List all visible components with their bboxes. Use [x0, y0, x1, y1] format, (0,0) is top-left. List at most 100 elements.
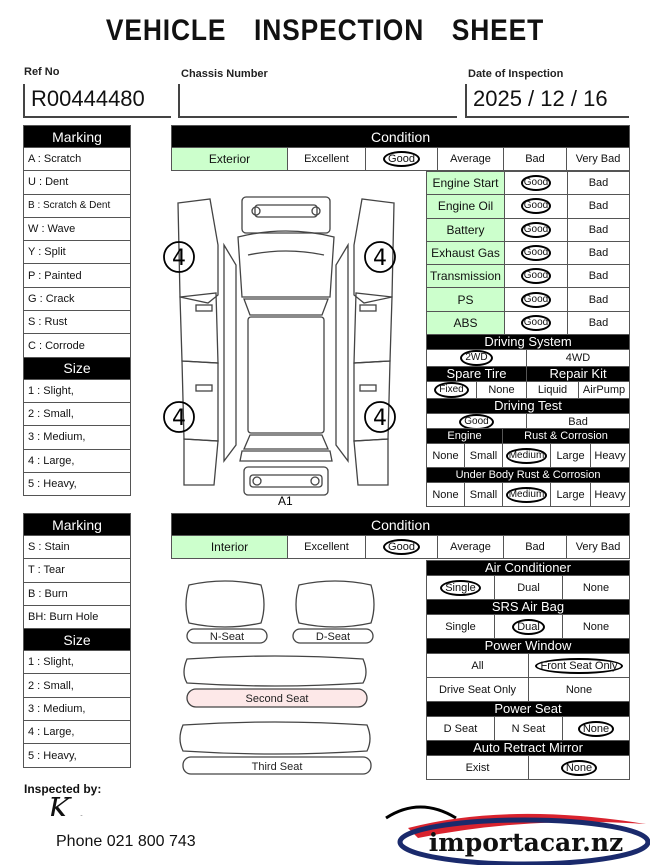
srs-airbag-header: SRS Air Bag: [426, 599, 630, 615]
auto-mirror-header: Auto Retract Mirror: [426, 740, 630, 756]
srs-none: None: [562, 614, 630, 639]
mechanical-label: ABS: [426, 310, 505, 336]
engine-rust-table: Engine Rust & Corrosion None Small Mediu…: [425, 428, 631, 507]
mechanical-label: Exhaust Gas: [426, 240, 505, 266]
interior-very-bad: Very Bad: [565, 535, 631, 559]
size-item: 1 : Slight,: [23, 650, 131, 675]
exterior-marking-table: Marking A : Scratch U : Dent B : Scratch…: [23, 125, 131, 497]
spare-none: None: [476, 381, 527, 399]
pw-front-seat-only: Front Seat Only: [528, 653, 630, 678]
rust-header: Rust & Corrosion: [502, 428, 631, 444]
interior-excellent: Excellent: [287, 535, 366, 559]
marking-item: B : Scratch & Dent: [23, 193, 131, 218]
marking-item: S : Rust: [23, 310, 131, 335]
rust-none: None: [426, 443, 465, 468]
mechanical-good: Good: [504, 194, 568, 219]
marking-item: Y : Split: [23, 240, 131, 265]
rust-large: Large: [550, 443, 592, 468]
drive-4wd: 4WD: [525, 349, 631, 367]
mechanical-bad: Bad: [567, 287, 630, 312]
n-seat-label: N-Seat: [210, 631, 244, 643]
driving-test-header: Driving Test: [425, 398, 631, 414]
mechanical-bad: Bad: [567, 240, 630, 266]
second-seat-label: Second Seat: [246, 693, 309, 705]
marking-item: BH: Burn Hole: [23, 604, 131, 630]
inspector-signature: K. Hasegawa: [48, 792, 92, 816]
mechanical-label: Engine Start: [426, 170, 505, 196]
condition-header: Condition: [170, 125, 631, 148]
ub-none: None: [426, 482, 465, 507]
exterior-excellent: Excellent: [287, 147, 366, 171]
marking-header: Marking: [23, 513, 131, 536]
ub-small: Small: [463, 482, 504, 507]
importacar-logo: importacar.nz: [397, 813, 650, 865]
ref-label: Ref No: [24, 66, 60, 78]
size-item: 4 : Large,: [23, 448, 131, 473]
interior-bad: Bad: [503, 535, 567, 559]
date-value: 2025 / 12 / 16: [465, 84, 629, 118]
drive-2wd: 2WD: [426, 349, 527, 367]
ps-d-seat: D Seat: [426, 716, 495, 741]
size-item: 3 : Medium,: [23, 425, 131, 450]
mechanical-good: Good: [504, 170, 568, 196]
driving-system-header: Driving System: [425, 334, 631, 350]
size-item: 5 : Heavy,: [23, 471, 131, 497]
marking-item: P : Painted: [23, 263, 131, 288]
size-item: 4 : Large,: [23, 720, 131, 745]
marking-item: B : Burn: [23, 581, 131, 606]
mechanical-good: Good: [504, 287, 568, 312]
srs-dual: Dual: [494, 614, 563, 639]
size-item: 5 : Heavy,: [23, 743, 131, 768]
signature-stamp-shape: [385, 805, 457, 820]
mechanical-label: Engine Oil: [426, 194, 505, 219]
third-seat-label: Third Seat: [252, 761, 303, 773]
mechanical-good: Good: [504, 240, 568, 266]
inspected-by-label: Inspected by:: [24, 782, 102, 796]
ac-dual: Dual: [494, 575, 563, 600]
phone-number: Phone 021 800 743: [56, 833, 196, 850]
pw-all: All: [426, 653, 529, 678]
air-conditioner-header: Air Conditioner: [426, 560, 630, 576]
srs-single: Single: [426, 614, 495, 639]
condition-header: Condition: [170, 513, 631, 536]
mechanical-good: Good: [504, 217, 568, 242]
exterior-good: Good: [365, 147, 438, 171]
ub-large: Large: [550, 482, 592, 507]
equipment-table: Air Conditioner Single Dual None SRS Air…: [426, 560, 630, 780]
mechanical-bad: Bad: [567, 217, 630, 242]
marking-header: Marking: [23, 125, 131, 148]
size-header: Size: [23, 628, 131, 652]
seat-diagram: N-Seat D-Seat Second Seat Third Seat: [179, 580, 375, 775]
exterior-condition-table: Condition Exterior Excellent Good Averag…: [170, 125, 631, 171]
mechanical-bad: Bad: [567, 194, 630, 219]
exterior-bad: Bad: [503, 147, 567, 171]
interior-good: Good: [365, 535, 438, 559]
rust-heavy: Heavy: [590, 443, 631, 468]
spare-fixed: Fixed: [426, 381, 477, 399]
spare-tire-header: Spare Tire: [426, 366, 527, 382]
marking-item: T : Tear: [23, 558, 131, 583]
power-window-header: Power Window: [426, 638, 630, 654]
d-seat-label: D-Seat: [316, 631, 350, 643]
car-diagram: 4 4 4 4 A1: [163, 196, 396, 508]
underbody-header: Under Body Rust & Corrosion: [425, 467, 631, 483]
interior-marking-table: Marking S : Stain T : Tear B : Burn BH: …: [23, 513, 131, 768]
ac-none: None: [562, 575, 630, 600]
size-header: Size: [23, 356, 131, 380]
rust-small: Small: [463, 443, 504, 468]
front-bumper-shape: [241, 196, 331, 234]
mechanical-good: Good: [504, 264, 568, 289]
mirror-none: None: [528, 755, 630, 780]
drive-table: Driving System 2WD 4WD Spare Tire Repair…: [425, 334, 631, 431]
damage-mark: 4: [373, 246, 387, 271]
kit-airpump: AirPump: [577, 381, 631, 399]
marking-item: G : Crack: [23, 286, 131, 312]
ac-single: Single: [426, 575, 495, 600]
logo-text: importacar.nz: [429, 828, 623, 857]
rust-medium: Medium: [502, 443, 552, 468]
mechanical-bad: Bad: [567, 264, 630, 289]
mechanical-bad: Bad: [567, 310, 630, 336]
